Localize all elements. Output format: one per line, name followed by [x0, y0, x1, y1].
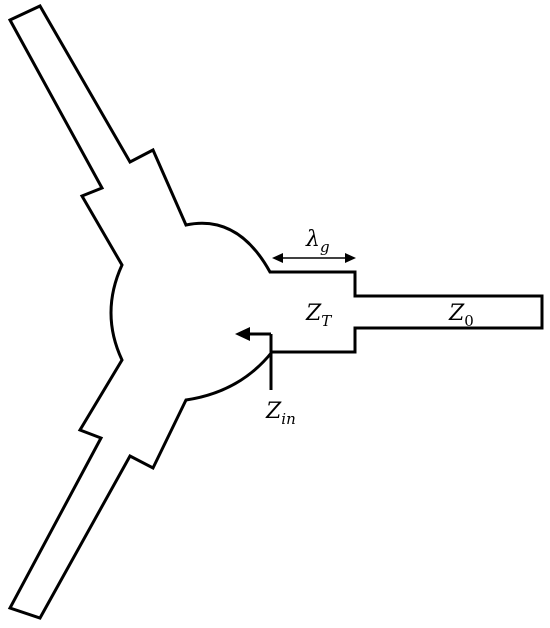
- wavelength-label: λg: [305, 227, 330, 256]
- line-impedance-label: Z0: [448, 301, 474, 330]
- input-reference-marker: [235, 327, 273, 390]
- junction-outline: [7, 4, 544, 620]
- input-impedance-label: Zin: [265, 399, 296, 428]
- transformer-impedance-label: ZT: [305, 301, 332, 330]
- wavelength-arrow: [272, 253, 356, 263]
